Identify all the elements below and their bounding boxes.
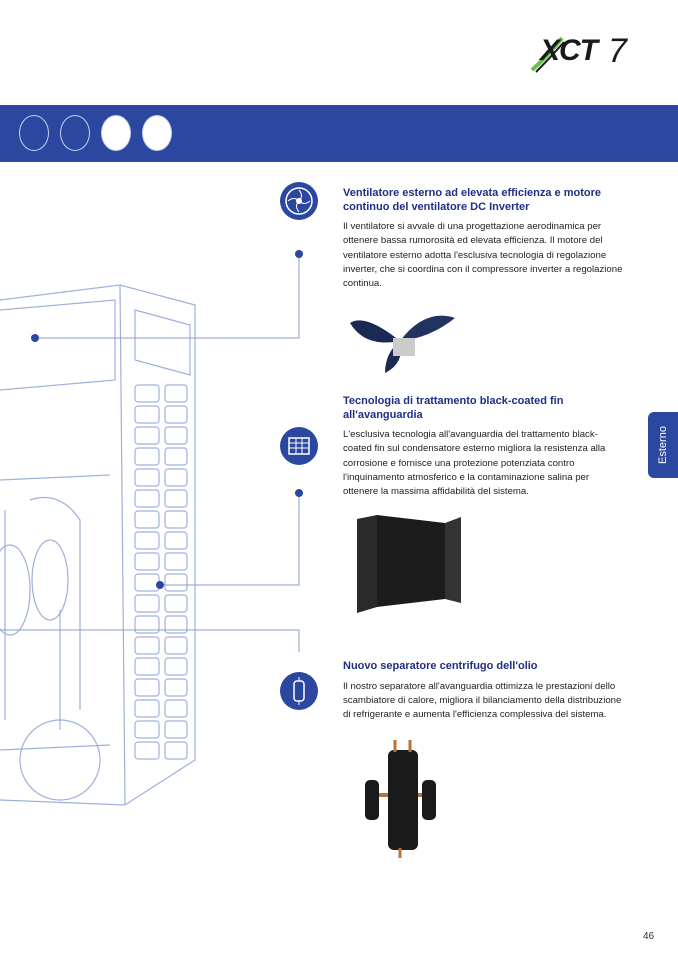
logo-number: 7	[608, 32, 627, 70]
section-title: Ventilatore esterno ad elevata efficienz…	[343, 187, 601, 213]
logo-text: XCT	[540, 34, 598, 67]
section-oil-separator: Nuovo separatore centrifugo dell'olio Il…	[343, 660, 623, 722]
section-body: Il ventilatore si avvale di una progetta…	[343, 221, 623, 290]
logo-swoosh	[530, 36, 565, 73]
section-fan: Ventilatore esterno ad elevata efficienz…	[343, 187, 623, 291]
callout-lines	[0, 250, 303, 652]
section-black-coated-fin: Tecnologia di trattamento black-coated f…	[343, 395, 623, 499]
oil-separator-icon	[280, 672, 318, 710]
section-title: Nuovo separatore centrifugo dell'olio	[343, 660, 538, 672]
section-tab-esterno[interactable]: Esterno	[648, 412, 678, 478]
unit-type-icon-3[interactable]	[101, 115, 131, 151]
header-band	[0, 105, 678, 162]
unit-type-icon-4[interactable]	[142, 115, 172, 151]
section-body: Il nostro separatore all'avanguardia ott…	[343, 680, 622, 721]
unit-type-icon-2[interactable]	[60, 115, 90, 151]
coil-fin-icon	[280, 427, 318, 465]
black-coated-fin-image	[357, 515, 461, 613]
oil-separator-image	[365, 740, 436, 858]
outdoor-unit-drawing	[0, 284, 196, 806]
tab-label: Esterno	[657, 426, 669, 464]
fan-product-image	[350, 315, 455, 373]
unit-type-icon-1[interactable]	[19, 115, 49, 151]
section-title: Tecnologia di trattamento black-coated f…	[343, 395, 564, 421]
section-body: L'esclusiva tecnologia all'avanguardia d…	[343, 429, 606, 498]
fan-icon	[280, 182, 318, 220]
page-number: 46	[643, 931, 655, 942]
